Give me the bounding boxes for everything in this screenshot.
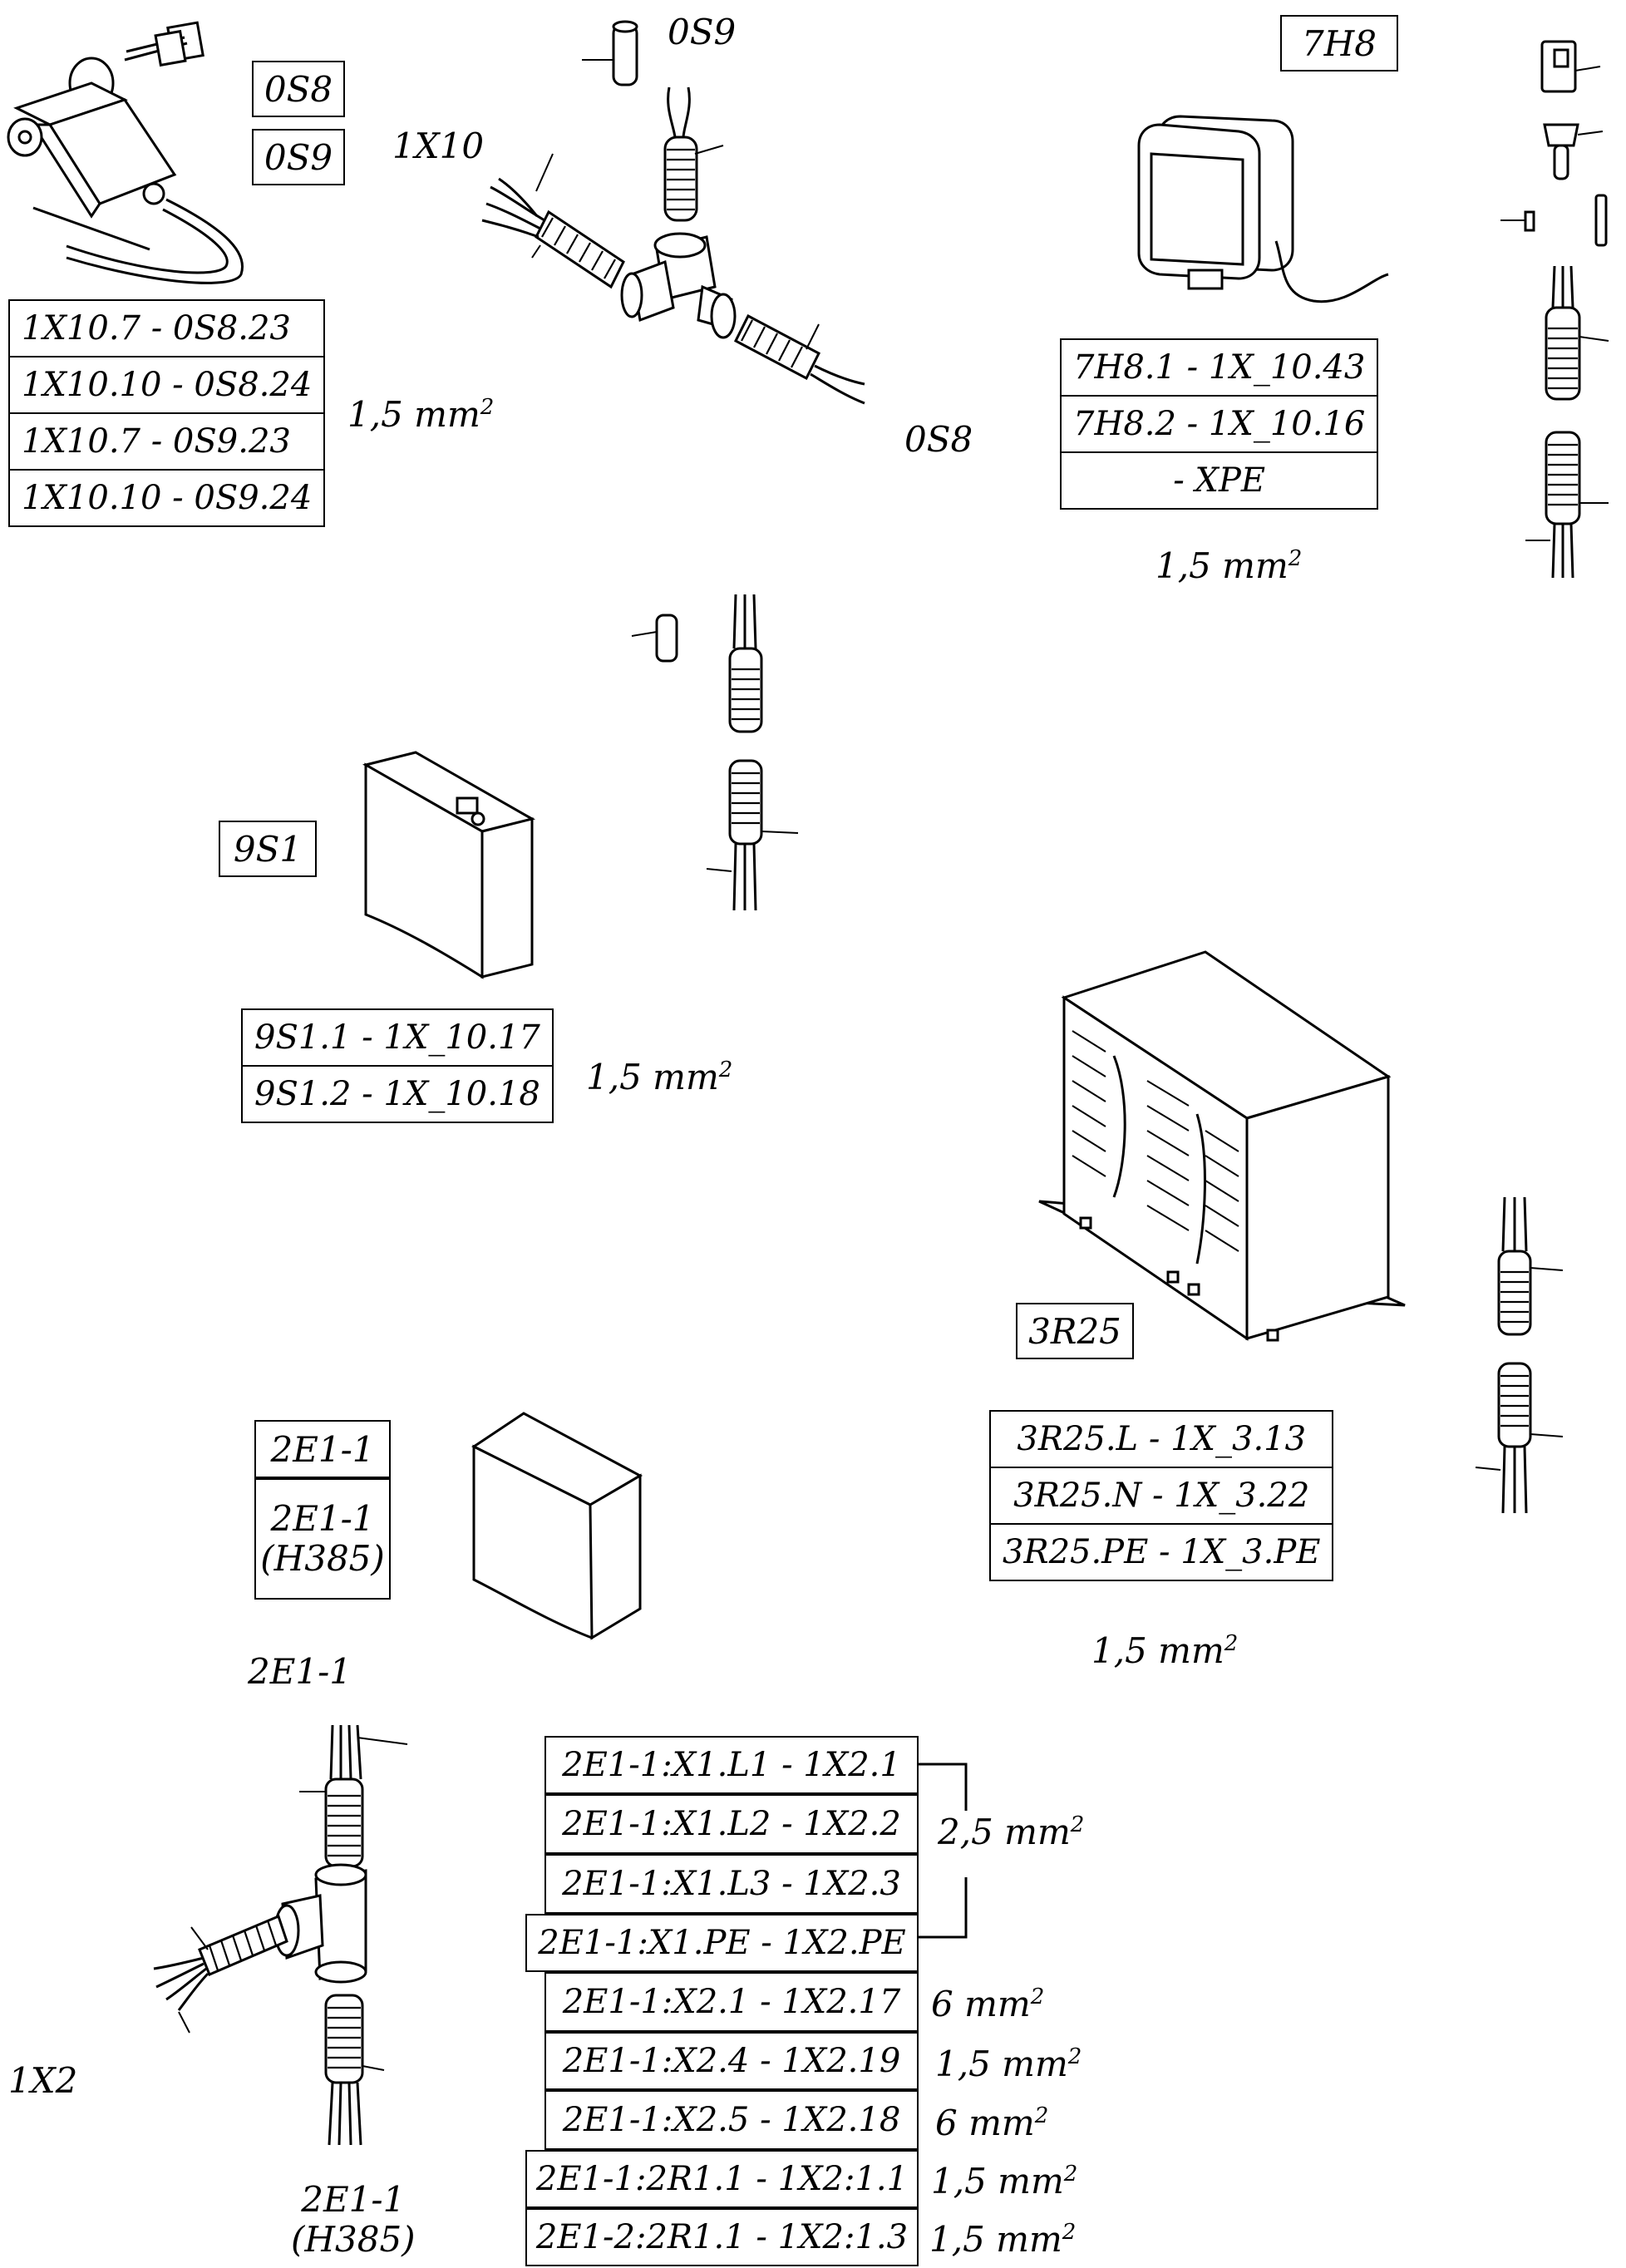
work-light-illustration [1137, 115, 1389, 303]
table-cell: 1X10.7 - 0S9.23 [7, 412, 326, 471]
table-row: 9S1.2 - 1X_10.18 [241, 1065, 554, 1123]
table-row: 3R25.PE - 1X_3.PE [988, 1523, 1334, 1581]
label-2e1-top: 2E1-1 [248, 1651, 352, 1692]
size-value: 1,5 mm [347, 394, 480, 435]
table-7h8-connections: 7H8.1 - 1X_10.43 7H8.2 - 1X_10.16 - XPE [1059, 338, 1379, 510]
size-exponent: 2 [1070, 1812, 1085, 1837]
table-row: 7H8.1 - 1X_10.43 [1059, 338, 1379, 397]
bracket-l-group [919, 1763, 968, 1811]
table-cell: 1X10.10 - 0S9.24 [7, 469, 326, 527]
table-cell: 7H8.2 - 1X_10.16 [1059, 395, 1379, 453]
label-0s8-right: 0S8 [904, 419, 973, 460]
size-value: 6 mm [931, 1984, 1031, 2024]
box-3r25: 3R25 [1016, 1303, 1134, 1359]
e1-conn-row-3: 2E1-1:X1.L3 - 1X2.3 [544, 1854, 919, 1914]
size-7h8-group: 1,5 mm2 [1155, 546, 1303, 584]
connector-kit-illustration [1500, 40, 1609, 579]
e1-conn-row-4: 2E1-1:X1.PE - 1X2.PE [525, 1914, 919, 1972]
table-9s1-connections: 9S1.1 - 1X_10.17 9S1.2 - 1X_10.18 [241, 1008, 554, 1123]
junction-box-2e1 [471, 1412, 643, 1640]
box-2e1-b-line1: 2E1-1 [270, 1497, 375, 1539]
e1-conn-row-9: 2E1-2:2R1.1 - 1X2:1.3 [525, 2208, 919, 2266]
size-2e1-x21: 6 mm2 [931, 1984, 1045, 2024]
table-cell: 9S1.2 - 1X_10.18 [241, 1065, 554, 1123]
box-0s9: 0S9 [252, 129, 345, 185]
size-exponent: 2 [1062, 2220, 1077, 2245]
table-cell: 1X10.10 - 0S8.24 [7, 356, 326, 414]
size-9s1-group: 1,5 mm2 [586, 1057, 733, 1097]
table-cell: 1X10.7 - 0S8.23 [7, 299, 326, 357]
box-7h8: 7H8 [1280, 15, 1398, 71]
table-0s-connections: 1X10.7 - 0S8.23 1X10.10 - 0S8.24 1X10.7 … [7, 299, 326, 527]
table-cell: 3R25.N - 1X_3.22 [988, 1467, 1334, 1525]
table-cell: 7H8.1 - 1X_10.43 [1059, 338, 1379, 397]
size-value: 1,5 mm [1155, 545, 1288, 586]
bracket-pe-group [919, 1877, 968, 1939]
table-row: - XPE [1059, 451, 1379, 510]
size-2e1-2r1: 1,5 mm2 [931, 2161, 1078, 2201]
size-exponent: 2 [1224, 1631, 1239, 1656]
size-2e2-2r1: 1,5 mm2 [929, 2219, 1077, 2260]
table-row: 1X10.7 - 0S8.23 [7, 299, 326, 357]
box-2e1-b: 2E1-1 (H385) [254, 1478, 391, 1600]
connector-pair-right [1475, 1196, 1564, 1514]
size-value: 6 mm [935, 2103, 1035, 2143]
size-3r25-group: 1,5 mm2 [1091, 1631, 1239, 1669]
box-0s8: 0S8 [252, 61, 345, 117]
size-value: 1,5 mm [931, 2161, 1064, 2201]
size-exponent: 2 [480, 395, 495, 420]
tee-connector-1x10 [481, 20, 865, 405]
size-value: 1,5 mm [935, 2044, 1068, 2084]
e1-conn-row-2: 2E1-1:X1.L2 - 1X2.2 [544, 1794, 919, 1854]
heater-3r25 [1038, 950, 1406, 1342]
size-2e1-x25: 6 mm2 [935, 2103, 1049, 2143]
label-2e1-bottom-line2: (H385) [291, 2219, 416, 2261]
size-exponent: 2 [1030, 1984, 1045, 2009]
table-cell: 3R25.L - 1X_3.13 [988, 1410, 1334, 1468]
table-row: 3R25.L - 1X_3.13 [988, 1410, 1334, 1468]
e1-conn-row-5: 2E1-1:X2.1 - 1X2.17 [544, 1972, 919, 2032]
e1-conn-row-7: 2E1-1:X2.5 - 1X2.18 [544, 2090, 919, 2150]
e1-conn-row-8: 2E1-1:2R1.1 - 1X2:1.1 [525, 2150, 919, 2208]
label-2e1-bottom-line1: 2E1-1 [301, 2179, 406, 2220]
size-0s-group: 1,5 mm2 [347, 397, 494, 432]
label-1x10: 1X10 [392, 126, 485, 166]
size-2e1-l-group: 2,5 mm2 [938, 1812, 1085, 1852]
size-exponent: 2 [1288, 546, 1303, 571]
table-row: 3R25.N - 1X_3.22 [988, 1467, 1334, 1525]
connector-pair-middle [631, 594, 799, 911]
size-exponent: 2 [1063, 2162, 1078, 2187]
table-row: 1X10.10 - 0S9.24 [7, 469, 326, 527]
table-cell: 3R25.PE - 1X_3.PE [988, 1523, 1334, 1581]
e1-conn-row-6: 2E1-1:X2.4 - 1X2.19 [544, 2032, 919, 2090]
box-9s1: 9S1 [219, 821, 317, 877]
table-cell: 9S1.1 - 1X_10.17 [241, 1008, 554, 1067]
size-value: 1,5 mm [586, 1057, 719, 1097]
table-row: 1X10.10 - 0S8.24 [7, 356, 326, 414]
junction-box-9s1 [362, 751, 535, 979]
table-row: 9S1.1 - 1X_10.17 [241, 1008, 554, 1067]
table-row: 1X10.7 - 0S9.23 [7, 412, 326, 471]
e1-conn-row-1: 2E1-1:X1.L1 - 1X2.1 [544, 1736, 919, 1794]
table-row: 7H8.2 - 1X_10.16 [1059, 395, 1379, 453]
size-exponent: 2 [1034, 2103, 1049, 2128]
label-1x2: 1X2 [8, 2060, 78, 2101]
box-2e1-b-line2: (H385) [260, 1538, 385, 1579]
size-exponent: 2 [718, 1058, 733, 1082]
size-exponent: 2 [1067, 2044, 1082, 2069]
limit-switch-illustration [7, 21, 244, 284]
size-value: 2,5 mm [938, 1812, 1071, 1852]
label-2e1-bottom: 2E1-1 (H385) [291, 2179, 416, 2261]
table-3r25-connections: 3R25.L - 1X_3.13 3R25.N - 1X_3.22 3R25.P… [988, 1410, 1334, 1581]
box-2e1-a: 2E1-1 [254, 1420, 391, 1478]
size-2e1-x24: 1,5 mm2 [935, 2044, 1082, 2084]
table-cell: - XPE [1059, 451, 1379, 510]
size-value: 1,5 mm [1091, 1630, 1224, 1671]
size-value: 1,5 mm [929, 2219, 1062, 2260]
label-0s9-top: 0S9 [668, 12, 737, 52]
tee-connector-1x2 [153, 1724, 408, 2146]
